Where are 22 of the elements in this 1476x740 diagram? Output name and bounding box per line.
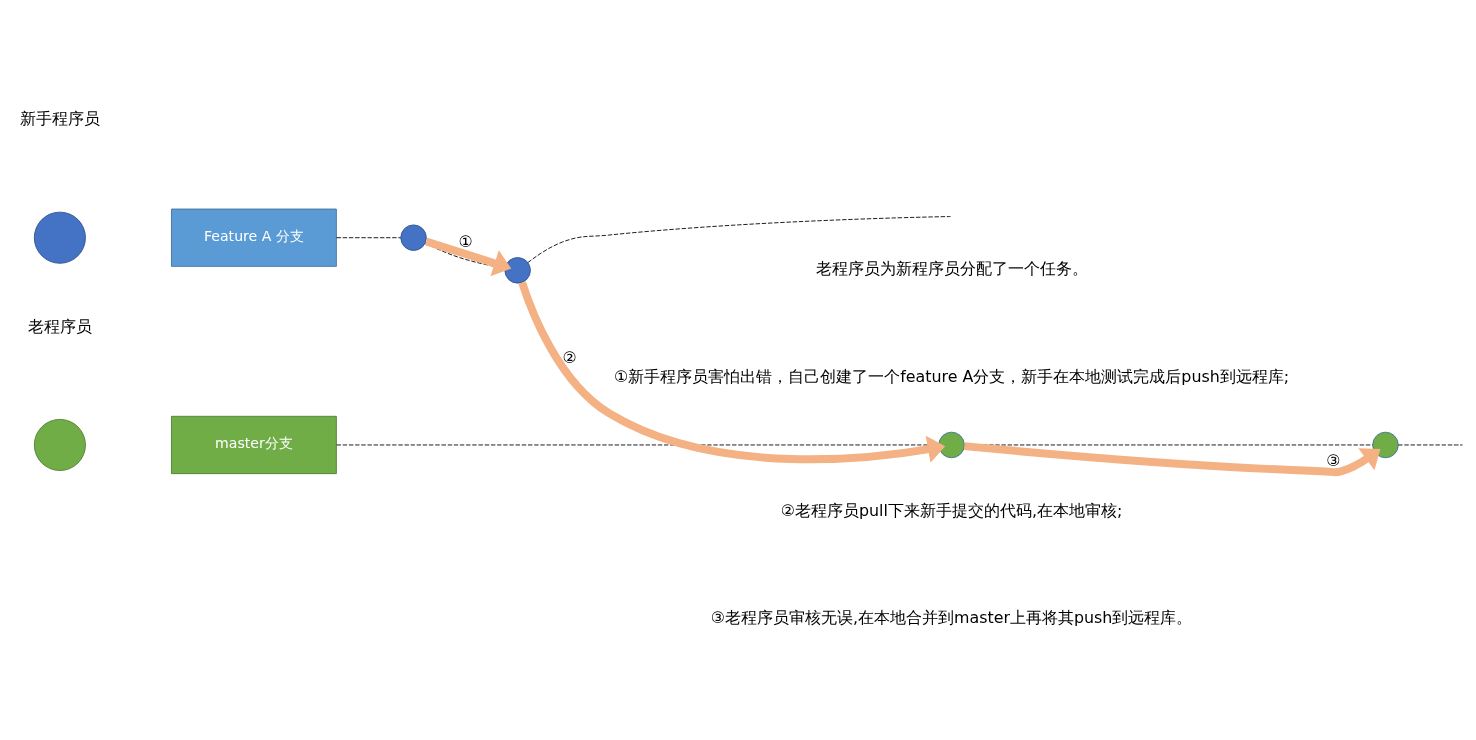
arrow: [964, 442, 1381, 477]
node-circle: [33, 211, 86, 264]
arrow: [518, 281, 946, 464]
label: 新手程序员: [19, 109, 100, 129]
edge-label: ②: [562, 348, 577, 368]
label: 老程序员为新程序员分配了一个任务。: [815, 259, 1088, 279]
node-circle: [400, 224, 427, 251]
connector: [527, 216, 951, 263]
edge-label: ①: [458, 231, 473, 251]
label: ①新手程序员害怕出错，自己创建了一个feature A分支，新手在本地测试完成后push到远程库;: [613, 366, 1290, 386]
label: ③老程序员审核无误,在本地合并到master上再将其push到远程库。: [710, 608, 1193, 628]
node-circle: [938, 431, 965, 459]
label: ②老程序员pull下来新手提交的代码,在本地审核;: [780, 500, 1123, 520]
edge-label: ③: [1326, 451, 1341, 471]
node-box: master分支: [171, 415, 337, 475]
connector: [336, 237, 401, 239]
node-circle: [504, 257, 531, 284]
node-box: Feature A 分支: [171, 208, 337, 267]
node-circle: [33, 418, 86, 471]
label: 老程序员: [27, 316, 92, 336]
node-circle: [1372, 431, 1399, 459]
arrow: [424, 237, 512, 277]
